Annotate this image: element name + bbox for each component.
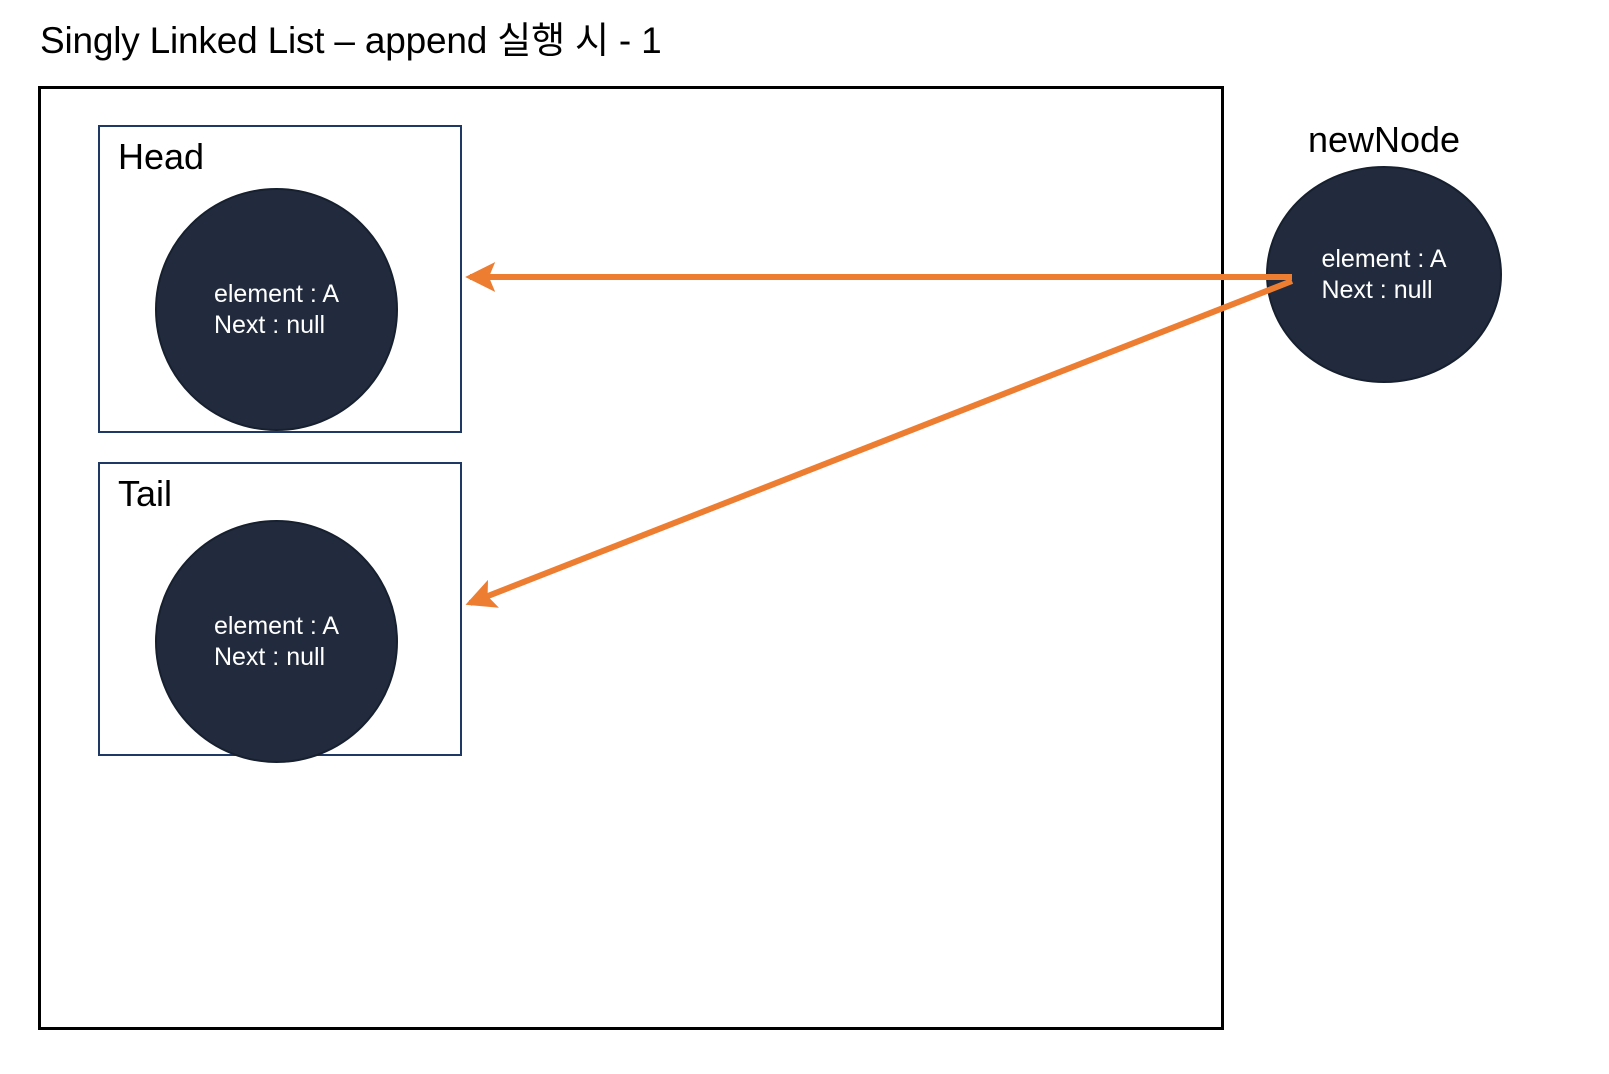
- tail-node-circle: element : A Next : null: [155, 520, 398, 763]
- page-title: Singly Linked List – append 실행 시 - 1: [40, 20, 662, 61]
- newnode-label: newNode: [1307, 119, 1461, 160]
- newnode-text: element : A Next : null: [1321, 244, 1446, 306]
- head-node-element-text: element : A: [213, 279, 340, 308]
- head-node-text: element : A Next : null: [214, 279, 339, 341]
- newnode-circle: element : A Next : null: [1266, 166, 1502, 383]
- newnode-element-text: element : A: [1321, 244, 1447, 273]
- tail-label: Tail: [118, 473, 173, 514]
- head-label: Head: [118, 136, 205, 177]
- tail-node-text: element : A Next : null: [214, 611, 339, 673]
- tail-node-next-text: Next : null: [213, 642, 326, 671]
- tail-node-element-text: element : A: [213, 611, 340, 640]
- head-group-box: Head: [98, 125, 462, 433]
- head-node-circle: element : A Next : null: [155, 188, 398, 431]
- newnode-next-text: Next : null: [1321, 275, 1433, 304]
- head-node-next-text: Next : null: [213, 310, 326, 339]
